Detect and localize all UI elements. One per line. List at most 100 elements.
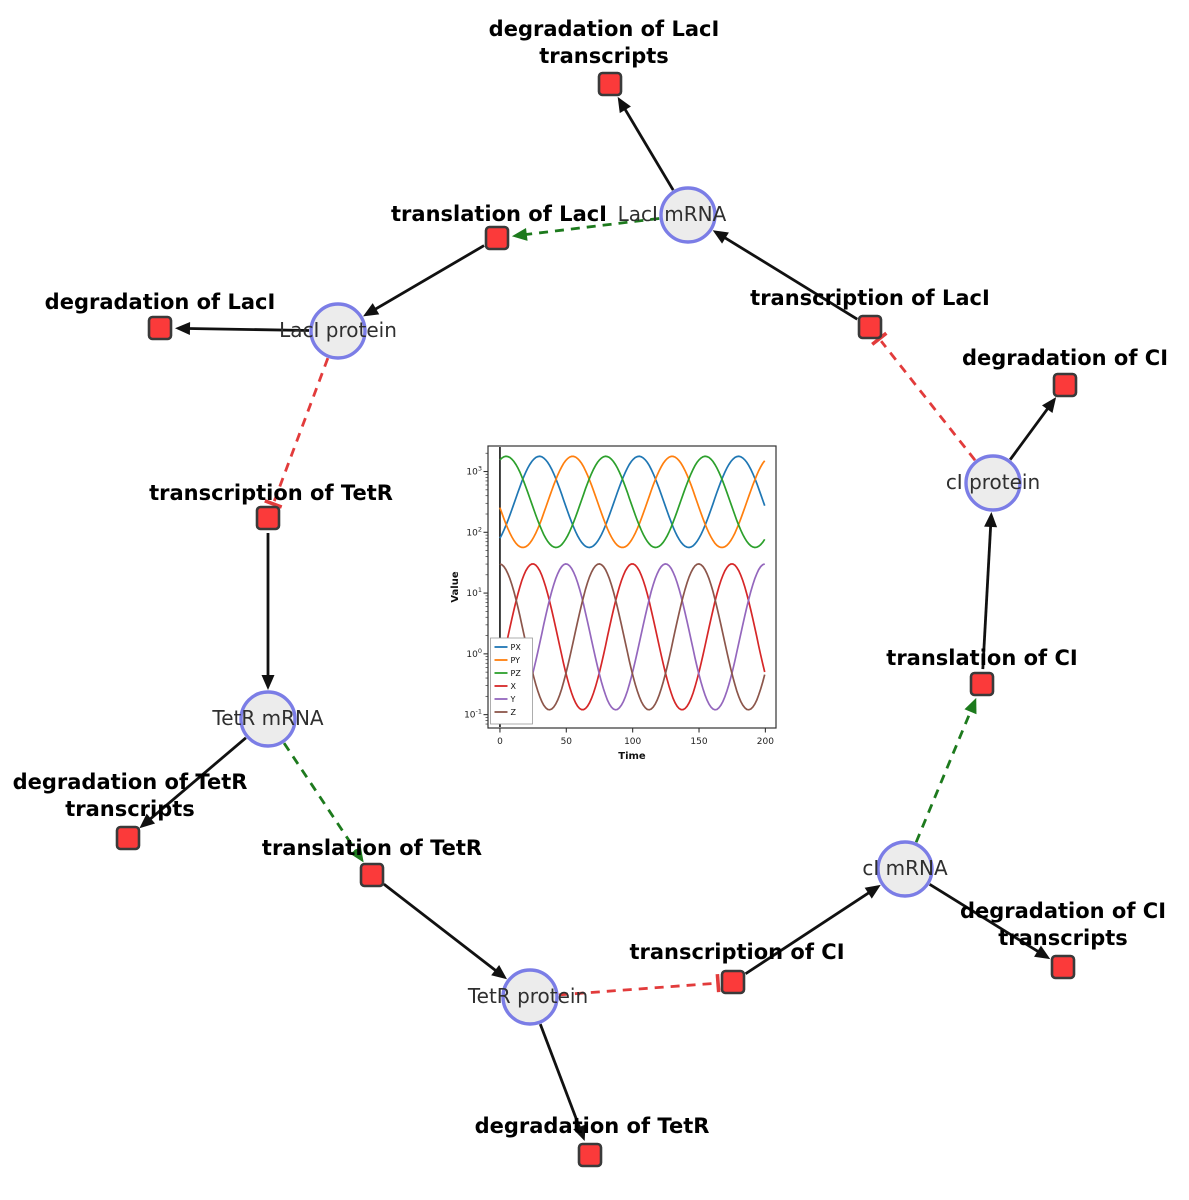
species-node-ci_mrna (876, 840, 934, 898)
plot-frame (487, 445, 777, 729)
reaction-node-deg_tetr (577, 1142, 603, 1168)
edge-line (928, 883, 1040, 954)
edge-line (981, 524, 993, 670)
edge-line (187, 327, 310, 332)
edge-line (623, 107, 675, 191)
edge-tc_laci-laci_mrna (712, 230, 858, 321)
reaction-square-icon (359, 862, 385, 888)
x-tick-label: 200 (757, 737, 774, 747)
edge-tc_tetr-tetr_mrna (261, 533, 275, 690)
species-node-laci_prot (309, 302, 367, 360)
inhibition-tee-icon (264, 499, 283, 509)
species-circle-icon (659, 186, 717, 244)
edge-line (272, 357, 330, 502)
edge-line (373, 244, 485, 312)
edge-tetr_prot-tc_ci (558, 973, 721, 997)
reaction-node-tc_laci (857, 314, 883, 340)
reaction-square-icon (255, 505, 281, 531)
edge-tetr_prot-deg_tetr (538, 1023, 586, 1141)
legend-label-PY: PY (511, 656, 521, 665)
arrowhead-icon (964, 697, 977, 715)
edge-tl_laci-laci_prot (363, 244, 485, 317)
edge-ci_mrna-tl_ci (914, 697, 977, 843)
edge-tl_ci-ci_prot (981, 511, 998, 670)
reaction-label-deg_ci: degradation of CI (962, 346, 1168, 370)
arrowhead-icon (1034, 945, 1051, 960)
legend-label-Z: Z (511, 708, 517, 717)
edge-line (880, 340, 977, 462)
edge-ci_mrna-deg_ci_tx (928, 883, 1051, 960)
species-circle-icon (239, 690, 297, 748)
edge-tetr_mrna-deg_tetr_tx (139, 736, 247, 829)
species-label-laci_mrna: LacI mRNA (618, 202, 727, 226)
y-tick-label: 103 (466, 465, 482, 478)
species-label-tetr_prot: TetR protein (467, 984, 588, 1008)
legend-label-PX: PX (511, 643, 522, 652)
reaction-label-tl_tetr: translation of TetR (262, 836, 482, 860)
edge-line (914, 709, 973, 843)
edge-tetr_mrna-tl_tetr (282, 742, 364, 863)
arrowhead-icon (349, 846, 364, 863)
edge-line (723, 235, 858, 321)
reaction-square-icon (147, 315, 173, 341)
edge-laci_prot-tc_tetr (264, 357, 330, 509)
reaction-square-icon (969, 671, 995, 697)
y-tick-label: 102 (466, 525, 482, 538)
reaction-label-deg_laci: degradation of LacI (45, 290, 276, 314)
edge-tl_tetr-tetr_prot (383, 883, 508, 980)
edge-line (383, 883, 498, 973)
x-tick-label: 100 (624, 737, 641, 747)
arrowhead-icon (363, 303, 380, 317)
x-tick-label: 150 (690, 737, 707, 747)
y-tick-label: 10-1 (464, 708, 482, 721)
legend-label-X: X (511, 682, 517, 691)
species-label-ci_mrna: cI mRNA (862, 856, 948, 880)
arrowhead-icon (174, 322, 191, 336)
reaction-square-icon (720, 969, 746, 995)
reaction-square-icon (484, 225, 510, 251)
reaction-square-icon (597, 71, 623, 97)
species-node-ci_prot (964, 454, 1022, 512)
reaction-square-icon (1050, 954, 1076, 980)
edge-line (558, 981, 716, 997)
edge-laci_prot-deg_laci (174, 322, 310, 336)
x-axis-label: Time (618, 751, 646, 762)
arrowhead-icon (712, 230, 729, 244)
series-PX (499, 455, 766, 549)
arrowhead-icon (984, 511, 998, 528)
inhibition-tee-icon (715, 973, 721, 993)
species-circle-icon (964, 454, 1022, 512)
reaction-square-icon (857, 314, 883, 340)
species-circle-icon (309, 302, 367, 360)
species-node-tetr_prot (501, 968, 559, 1026)
reaction-label-tl_laci: translation of LacI (391, 202, 607, 226)
reaction-node-tl_laci (484, 225, 510, 251)
series-PZ (499, 455, 766, 549)
species-label-ci_prot: cI protein (946, 470, 1040, 494)
series-PY (499, 455, 766, 549)
reaction-node-deg_ci (1052, 372, 1078, 398)
edge-line (1009, 406, 1050, 461)
reaction-node-tc_ci (720, 969, 746, 995)
reaction-label-deg_tetr: degradation of TetR (475, 1114, 710, 1138)
reaction-label-tc_ci: transcription of CI (629, 940, 844, 964)
reaction-label-tc_tetr: transcription of TetR (149, 481, 393, 505)
reaction-node-deg_tetr_tx (115, 825, 141, 851)
series-X (499, 563, 766, 711)
arrowhead-icon (864, 884, 881, 899)
edge-line (282, 742, 358, 853)
reaction-node-deg_ci_tx (1050, 954, 1076, 980)
species-node-tetr_mrna (239, 690, 297, 748)
species-circle-icon (876, 840, 934, 898)
reaction-node-tc_tetr (255, 505, 281, 531)
series-group (499, 455, 766, 711)
arrowhead-icon (139, 813, 156, 829)
y-axis-label: Value (450, 571, 461, 602)
edge-line (744, 890, 871, 975)
reaction-node-deg_laci (147, 315, 173, 341)
